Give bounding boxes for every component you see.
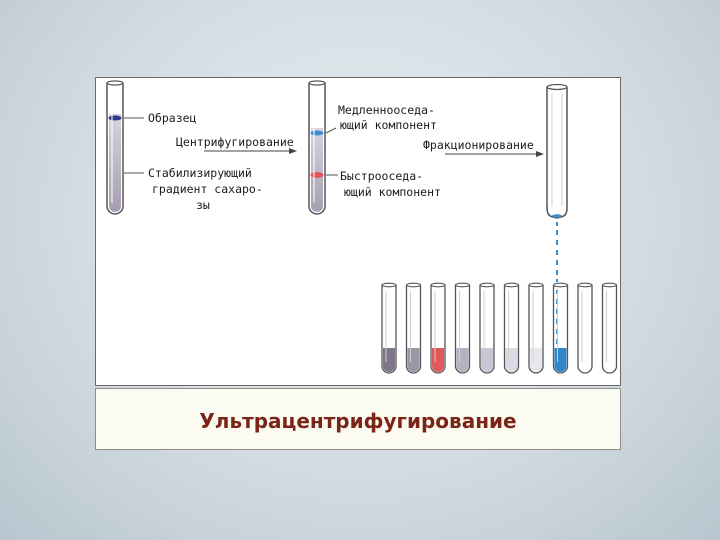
- fraction-liquid: [432, 348, 444, 372]
- figure-panel: Образец Центрифугирование Стабилизирующи…: [95, 77, 621, 386]
- tube-sample-gradient: [106, 80, 124, 215]
- fraction-liquid: [530, 348, 542, 372]
- label-sample: Образец: [148, 111, 197, 125]
- fraction-liquid: [407, 348, 420, 372]
- slow-band: [310, 130, 324, 136]
- fast-band: [310, 172, 324, 178]
- collection-tube: [454, 282, 471, 374]
- tube-separated: [308, 80, 326, 215]
- collection-tube: [503, 282, 520, 374]
- label-fractionation: Фракционирование: [423, 138, 534, 152]
- label-gradient-2: градиент сахаро-: [152, 182, 263, 196]
- ultracentrifugation-diagram: Образец Центрифугирование Стабилизирующи…: [106, 80, 618, 374]
- caption-panel: Ультрацентрифугирование: [95, 388, 621, 450]
- label-slow-1: Медленнооседа-: [338, 103, 435, 117]
- tube-fractionation: [546, 83, 568, 219]
- collection-tubes: [381, 282, 618, 374]
- fraction-liquid: [505, 348, 518, 372]
- label-fast-2: ющий компонент: [344, 185, 441, 199]
- collection-tube: [381, 282, 397, 374]
- fraction-liquid: [554, 348, 567, 372]
- collection-tube: [528, 282, 544, 374]
- slide-caption: Ультрацентрифугирование: [199, 409, 517, 433]
- fraction-liquid: [456, 348, 469, 372]
- label-gradient-3: зы: [196, 198, 210, 212]
- fraction-liquid: [579, 348, 591, 372]
- label-centrifugation: Центрифугирование: [176, 135, 294, 149]
- collection-tube: [405, 282, 422, 374]
- fraction-liquid: [383, 348, 395, 372]
- sample-band: [108, 115, 122, 121]
- fraction-liquid: [481, 348, 493, 372]
- slow-pointer: [325, 127, 337, 134]
- collection-tube: [479, 282, 495, 374]
- collection-tube: [601, 282, 618, 374]
- label-gradient-1: Стабилизирующий: [148, 166, 252, 180]
- collection-tube: [430, 282, 446, 374]
- collection-tube: [552, 282, 569, 374]
- fraction-liquid: [603, 348, 616, 372]
- collection-tube: [577, 282, 593, 374]
- label-slow-2: ющий компонент: [340, 118, 437, 132]
- label-fast-1: Быстрооседа-: [340, 169, 423, 183]
